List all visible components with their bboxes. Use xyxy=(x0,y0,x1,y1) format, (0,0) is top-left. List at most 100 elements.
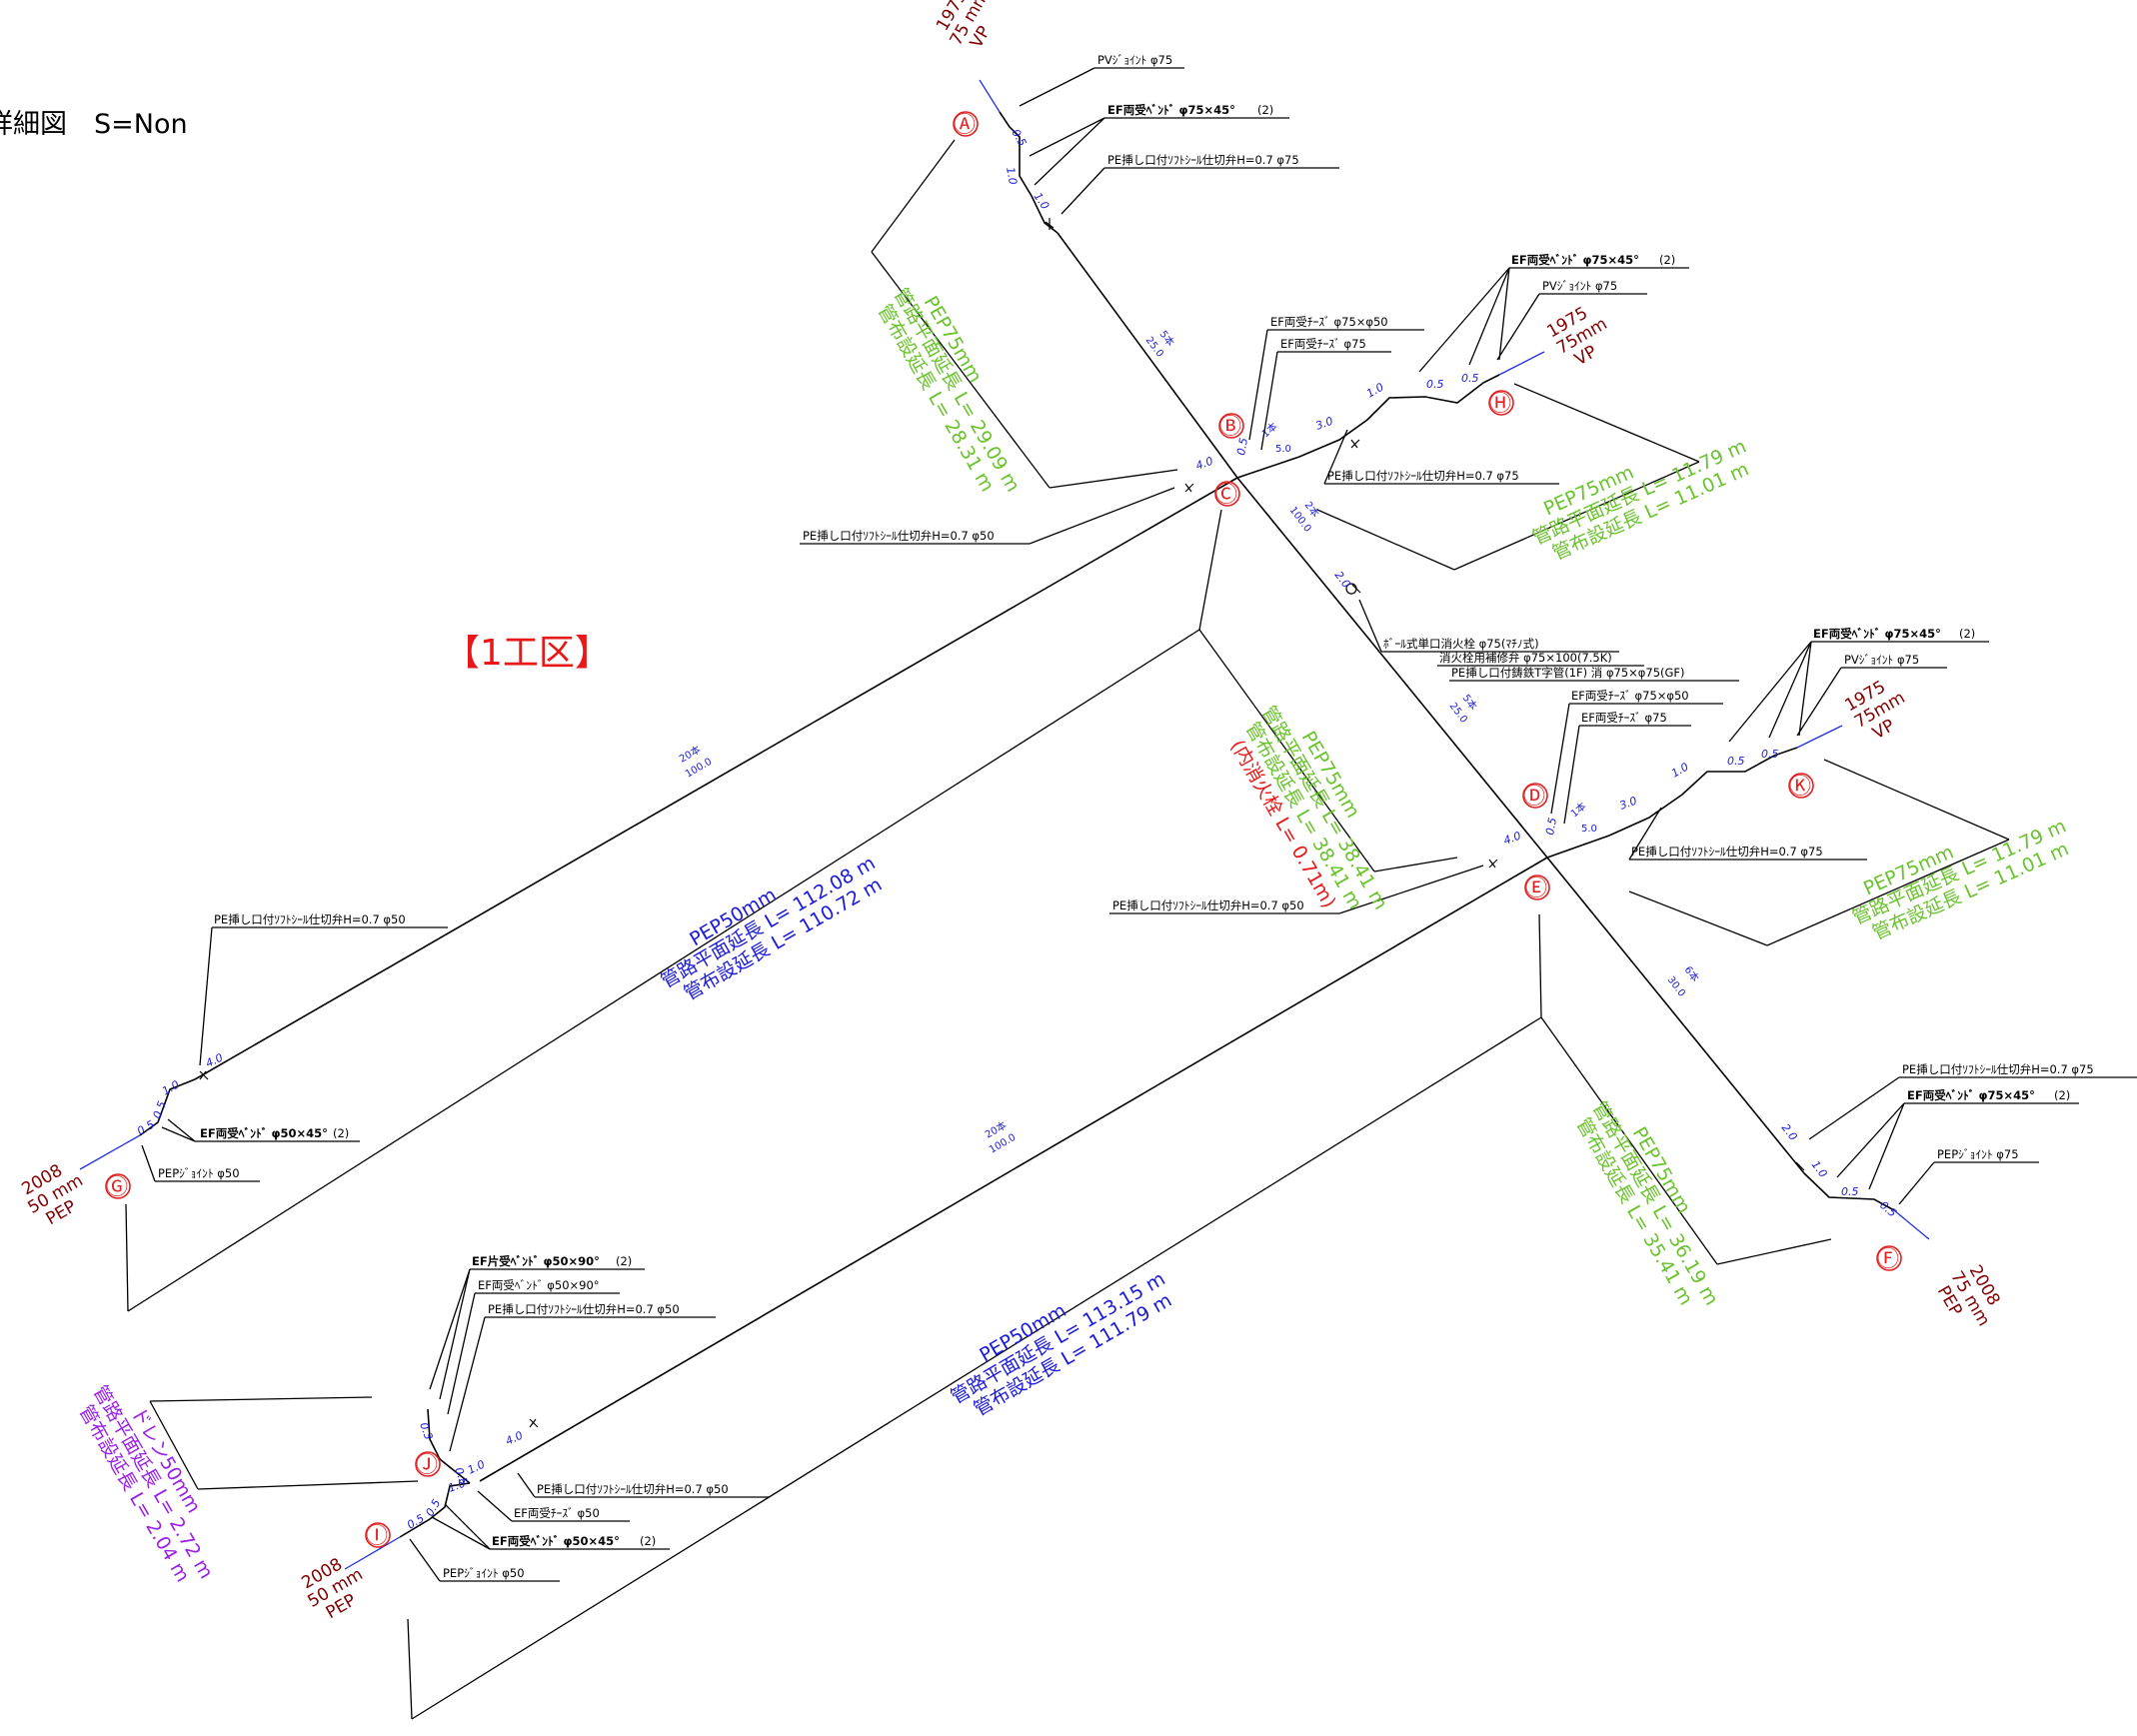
dimension-brackets xyxy=(125,139,2010,1720)
svg-text:Ⓘ: Ⓘ xyxy=(366,1524,388,1549)
drawing-title: 詳細図 S=Non xyxy=(0,109,188,140)
svg-text:0.5: 0.5 xyxy=(1841,1185,1859,1198)
svg-text:Ⓖ: Ⓖ xyxy=(106,1175,128,1200)
svg-text:管路平面延長 L= 112.08 m: 管路平面延長 L= 112.08 m xyxy=(658,853,880,993)
pipe-a-branch xyxy=(999,111,1059,234)
svg-text:EF両受ﾁｰｽﾞ φ75×φ50: EF両受ﾁｰｽﾞ φ75×φ50 xyxy=(1571,689,1689,703)
svg-text:PE挿し口付ｿﾌﾄｼｰﾙ仕切弁H=0.7 φ50: PE挿し口付ｿﾌﾄｼｰﾙ仕切弁H=0.7 φ50 xyxy=(803,529,995,543)
summary-ej: PEP50mm 管路平面延長 L= 113.15 m 管布設延長 L= 111.… xyxy=(948,1268,1176,1421)
svg-text:0.3: 0.3 xyxy=(417,1421,435,1442)
svg-text:0.5: 0.5 xyxy=(1461,372,1479,385)
svg-text:1.0: 1.0 xyxy=(1032,190,1053,212)
svg-text:1.0: 1.0 xyxy=(466,1458,487,1477)
svg-text:Ⓑ: Ⓑ xyxy=(1219,415,1241,440)
fitting-notes: PVｼﾞｮｲﾝﾄ φ75 EF両受ﾍﾞﾝﾄﾞ φ75×45° (2) PE挿し口… xyxy=(141,53,2137,1582)
marker-k: Ⓚ xyxy=(1788,773,1814,800)
pipe-drain-j xyxy=(427,1408,471,1484)
pipe-h-branch xyxy=(1236,374,1500,479)
svg-text:Ⓚ: Ⓚ xyxy=(1789,775,1811,800)
svg-text:PVｼﾞｮｲﾝﾄ φ75: PVｼﾞｮｲﾝﾄ φ75 xyxy=(1542,279,1617,293)
svg-text:PEPｼﾞｮｲﾝﾄ φ50: PEPｼﾞｮｲﾝﾄ φ50 xyxy=(158,1166,240,1180)
svg-text:PE挿し口付ｿﾌﾄｼｰﾙ仕切弁H=0.7 φ75: PE挿し口付ｿﾌﾄｼｰﾙ仕切弁H=0.7 φ75 xyxy=(1902,1062,2094,1076)
svg-text:EF両受ﾍﾞﾝﾄﾞ φ50×45°: EF両受ﾍﾞﾝﾄﾞ φ50×45° xyxy=(492,1534,620,1548)
svg-text:1.0: 1.0 xyxy=(1809,1158,1830,1180)
marker-a: Ⓐ xyxy=(953,111,979,138)
svg-text:4.0: 4.0 xyxy=(1502,830,1523,848)
svg-text:30.0: 30.0 xyxy=(1665,974,1687,998)
svg-text:0.5: 0.5 xyxy=(151,1099,169,1120)
svg-text:EF両受ﾁｰｽﾞ φ75×φ50: EF両受ﾁｰｽﾞ φ75×φ50 xyxy=(1270,315,1388,329)
svg-text:Ⓒ: Ⓒ xyxy=(1215,483,1237,508)
svg-text:EF両受ﾁｰｽﾞ φ75: EF両受ﾁｰｽﾞ φ75 xyxy=(1280,337,1366,351)
svg-text:1.0: 1.0 xyxy=(1364,381,1386,401)
svg-text:0.5: 0.5 xyxy=(1234,437,1250,456)
main-pipes xyxy=(139,111,1895,1538)
svg-text:(2): (2) xyxy=(640,1534,656,1548)
svg-text:(2): (2) xyxy=(616,1254,632,1268)
svg-text:(2): (2) xyxy=(1257,103,1273,117)
svg-text:0.5: 0.5 xyxy=(1877,1198,1899,1219)
zone-label: 【1工区】 xyxy=(444,633,611,674)
summary-cg: PEP50mm 管路平面延長 L= 112.08 m 管布設延長 L= 110.… xyxy=(658,853,887,1005)
svg-text:0.5: 0.5 xyxy=(1727,755,1745,768)
pipe-trunk-ef xyxy=(1546,857,1805,1174)
pipe-trunk-ac xyxy=(1057,232,1238,479)
svg-text:EF両受ﾍﾞﾝﾄﾞ φ75×45°: EF両受ﾍﾞﾝﾄﾞ φ75×45° xyxy=(1107,103,1235,117)
svg-text:2.0: 2.0 xyxy=(1779,1121,1800,1143)
svg-text:Ⓐ: Ⓐ xyxy=(954,113,976,138)
svg-text:EF片受ﾍﾞﾝﾄﾞ φ50×90°: EF片受ﾍﾞﾝﾄﾞ φ50×90° xyxy=(472,1254,600,1268)
svg-text:EF両受ﾍﾞﾝﾄﾞ φ75×45°: EF両受ﾍﾞﾝﾄﾞ φ75×45° xyxy=(1511,253,1639,267)
marker-c: Ⓒ xyxy=(1214,481,1240,508)
svg-text:PE挿し口付ｿﾌﾄｼｰﾙ仕切弁H=0.7 φ75: PE挿し口付ｿﾌﾄｼｰﾙ仕切弁H=0.7 φ75 xyxy=(1631,845,1823,859)
marker-d: Ⓓ xyxy=(1522,783,1548,810)
svg-text:5.0: 5.0 xyxy=(1275,444,1291,455)
svg-text:PE挿し口付ｿﾌﾄｼｰﾙ仕切弁H=0.7 φ50: PE挿し口付ｿﾌﾄｼｰﾙ仕切弁H=0.7 φ50 xyxy=(537,1482,729,1496)
svg-text:3.0: 3.0 xyxy=(1314,415,1335,433)
svg-text:管路平面延長 L= 2.72 m: 管路平面延長 L= 2.72 m xyxy=(89,1382,218,1583)
svg-text:PEPｼﾞｮｲﾝﾄ φ50: PEPｼﾞｮｲﾝﾄ φ50 xyxy=(443,1566,525,1580)
svg-text:PE挿し口付ｿﾌﾄｼｰﾙ仕切弁H=0.7 φ75: PE挿し口付ｿﾌﾄｼｰﾙ仕切弁H=0.7 φ75 xyxy=(1107,153,1299,167)
segment-labels: 0.5 1.0 1.0 5本 25.0 4.0 0.5 1本 5.0 3.0 1… xyxy=(135,127,1899,1532)
svg-text:0.5: 0.5 xyxy=(1543,817,1559,836)
marker-f: Ⓕ xyxy=(1876,1245,1902,1272)
pipe-g-tail xyxy=(139,1078,196,1136)
svg-text:1本: 1本 xyxy=(1259,420,1280,440)
svg-text:6本: 6本 xyxy=(1682,963,1702,984)
svg-text:4.0: 4.0 xyxy=(1194,455,1215,473)
summary-ab: PEP75mm 管路平面延長 L= 29.09 m 管布設延長 L= 28.31… xyxy=(874,285,1025,497)
summary-bh: PEP75mm 管路平面延長 L= 11.79 m 管布設延長 L= 11.01… xyxy=(1529,435,1752,564)
pipe-50-ej xyxy=(479,857,1548,1482)
svg-text:0.5: 0.5 xyxy=(452,1466,470,1487)
svg-text:1.0: 1.0 xyxy=(447,1477,468,1495)
hydrant-symbol xyxy=(1345,583,1357,595)
svg-text:EF両受ﾁｰｽﾞ φ50: EF両受ﾁｰｽﾞ φ50 xyxy=(514,1506,600,1520)
svg-text:PVｼﾞｮｲﾝﾄ φ75: PVｼﾞｮｲﾝﾄ φ75 xyxy=(1844,653,1919,667)
svg-text:3.0: 3.0 xyxy=(1618,795,1639,813)
svg-text:4.0: 4.0 xyxy=(504,1429,525,1448)
svg-text:(2): (2) xyxy=(2054,1088,2070,1102)
svg-text:PE挿し口付ｿﾌﾄｼｰﾙ仕切弁H=0.7 φ50: PE挿し口付ｿﾌﾄｼｰﾙ仕切弁H=0.7 φ50 xyxy=(1112,898,1304,912)
svg-text:1.0: 1.0 xyxy=(1004,166,1020,185)
svg-text:EF両受ﾍﾞﾝﾄﾞ φ75×45°: EF両受ﾍﾞﾝﾄﾞ φ75×45° xyxy=(1813,627,1941,641)
svg-text:PE挿し口付ｿﾌﾄｼｰﾙ仕切弁H=0.7 φ50: PE挿し口付ｿﾌﾄｼｰﾙ仕切弁H=0.7 φ50 xyxy=(488,1302,680,1316)
pipe-k-branch xyxy=(1546,747,1798,859)
svg-text:(2): (2) xyxy=(333,1126,349,1140)
svg-text:0.5: 0.5 xyxy=(1761,748,1779,761)
svg-text:Ⓙ: Ⓙ xyxy=(416,1453,438,1478)
svg-text:Ⓓ: Ⓓ xyxy=(1523,785,1545,810)
existing-pipe-tails xyxy=(79,79,1930,1570)
fitting-ticks xyxy=(199,218,1805,1428)
marker-i: Ⓘ xyxy=(365,1522,391,1549)
svg-text:PE挿し口付鋳鉄T字管(1F) 消 φ75×φ75(GF): PE挿し口付鋳鉄T字管(1F) 消 φ75×φ75(GF) xyxy=(1451,666,1685,680)
svg-text:Ⓕ: Ⓕ xyxy=(1877,1247,1899,1272)
marker-j: Ⓙ xyxy=(415,1451,441,1478)
point-markers: Ⓐ Ⓑ Ⓒ Ⓓ Ⓔ Ⓕ Ⓖ Ⓗ Ⓘ Ⓙ Ⓚ xyxy=(105,111,1902,1549)
svg-text:(2): (2) xyxy=(1659,253,1675,267)
marker-h: Ⓗ xyxy=(1488,390,1514,417)
svg-text:2.0: 2.0 xyxy=(1332,569,1353,591)
svg-text:0.5: 0.5 xyxy=(135,1118,157,1138)
svg-text:4.0: 4.0 xyxy=(204,1051,225,1070)
svg-text:管路平面延長 L= 113.15 m: 管路平面延長 L= 113.15 m xyxy=(948,1268,1169,1409)
svg-text:PE挿し口付ｿﾌﾄｼｰﾙ仕切弁H=0.7 φ50: PE挿し口付ｿﾌﾄｼｰﾙ仕切弁H=0.7 φ50 xyxy=(214,912,406,926)
